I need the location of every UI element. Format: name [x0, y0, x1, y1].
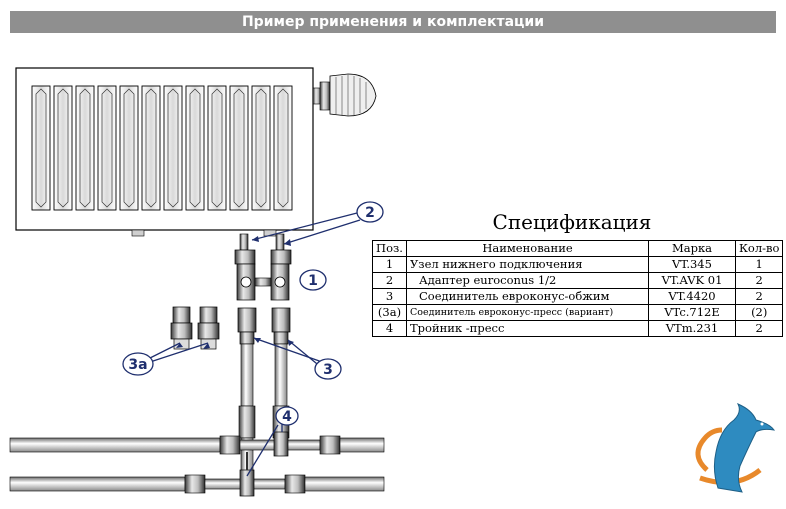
radiator-fin	[163, 85, 183, 211]
callout-2: 2	[356, 201, 384, 223]
dolphin-logo-icon	[695, 403, 776, 493]
radiator-fin	[251, 85, 271, 211]
radiator-fin	[207, 85, 227, 211]
radiator-fin	[53, 85, 73, 211]
cell-mark: VT.4420	[648, 288, 736, 305]
cell-qty: (2)	[734, 304, 784, 321]
cell-name: Тройник -пресс	[406, 320, 649, 337]
cell-qty: 2	[734, 288, 784, 305]
cell-qty: 2	[734, 272, 784, 289]
cell-pos: (3a)	[372, 304, 407, 321]
cell-name: Соединитель евроконус-обжим	[406, 288, 649, 305]
cell-mark: VT.AVK 01	[648, 272, 736, 289]
table-row: 1 Узел нижнего подключения VT.345 1	[372, 256, 784, 273]
radiator-fin-groove	[57, 88, 69, 208]
radiator-fin-groove	[211, 88, 223, 208]
radiator-fin	[185, 85, 205, 211]
connectors-euroconus	[237, 307, 291, 345]
callout-3: 3	[314, 358, 342, 380]
cell-pos: 3	[372, 288, 407, 305]
spec-title: Спецификация	[492, 210, 652, 234]
radiator-fin-groove	[79, 88, 91, 208]
callout-4: 4	[275, 406, 299, 426]
table-row: 3 Соединитель евроконус-обжим VT.4420 2	[372, 288, 784, 305]
header-title: Пример применения и комплектации	[241, 14, 545, 30]
specification-table: Поз. Наименование Марка Кол-во 1 Узел ни…	[372, 240, 784, 337]
radiator-fin	[119, 85, 139, 211]
radiator-fin	[31, 85, 51, 211]
radiator-fin	[229, 85, 249, 211]
cell-pos: 1	[372, 256, 407, 273]
cell-pos: 2	[372, 272, 407, 289]
radiator-fin-groove	[167, 88, 179, 208]
radiator-fin-groove	[255, 88, 267, 208]
header-bar: Пример применения и комплектации	[10, 11, 776, 33]
column-header-qty: Кол-во	[734, 240, 784, 257]
callout-3a-label: 3а	[128, 357, 147, 373]
cell-mark: VTc.712E	[648, 304, 736, 321]
column-header-mark: Марка	[648, 240, 736, 257]
column-header-name: Наименование	[406, 240, 649, 257]
radiator-fin-groove	[277, 88, 289, 208]
cell-name: Узел нижнего подключения	[406, 256, 649, 273]
column-header-pos: Поз.	[372, 240, 407, 257]
cell-mark: VT.345	[648, 256, 736, 273]
cell-qty: 2	[734, 320, 784, 337]
table-header-row: Поз. Наименование Марка Кол-во	[372, 240, 784, 257]
callout-3-label: 3	[323, 362, 333, 378]
cell-qty: 1	[734, 256, 784, 273]
radiator-fin	[75, 85, 95, 211]
callout-1-label: 1	[308, 273, 318, 289]
callout-1: 1	[299, 269, 327, 291]
radiator-fin-groove	[233, 88, 245, 208]
cell-pos: 4	[372, 320, 407, 337]
cell-mark: VTm.231	[648, 320, 736, 337]
thermostat-head	[312, 73, 377, 117]
table-row: 2 Адаптер euroconus 1/2 VT.AVK 01 2	[372, 272, 784, 289]
callout-3a: 3а	[122, 352, 154, 376]
radiator-fin-groove	[101, 88, 113, 208]
connectors-press-variant	[170, 306, 220, 350]
callout-lines	[149, 212, 361, 477]
radiator-fin-groove	[35, 88, 47, 208]
radiator-fin	[141, 85, 161, 211]
radiator-fin-groove	[145, 88, 157, 208]
radiator-fin-groove	[189, 88, 201, 208]
bottom-connection-unit	[234, 233, 292, 301]
radiator-fins	[31, 85, 293, 211]
horizontal-pipes	[9, 431, 385, 497]
radiator-fin	[273, 85, 293, 211]
callout-4-label: 4	[282, 409, 292, 425]
cell-name: Соединитель евроконус-пресс (вариант)	[406, 304, 649, 321]
radiator	[15, 67, 314, 237]
radiator-fin-groove	[123, 88, 135, 208]
cell-name: Адаптер euroconus 1/2	[406, 272, 649, 289]
radiator-fin	[97, 85, 117, 211]
table-row: (3a) Соединитель евроконус-пресс (вариан…	[372, 304, 784, 321]
table-row: 4 Тройник -пресс VTm.231 2	[372, 320, 784, 337]
callout-2-label: 2	[365, 205, 375, 221]
